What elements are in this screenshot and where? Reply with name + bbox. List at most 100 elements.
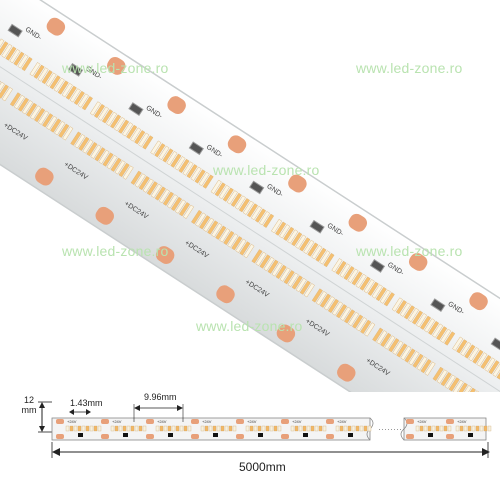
led-chip bbox=[452, 379, 464, 392]
led-chip bbox=[468, 347, 480, 362]
diagram-led bbox=[359, 425, 364, 432]
led-chip bbox=[460, 341, 472, 357]
led-chip bbox=[150, 140, 162, 155]
diagram-led bbox=[187, 425, 192, 432]
diagram-led bbox=[335, 425, 340, 432]
led-chip bbox=[460, 385, 472, 392]
led-chip bbox=[319, 293, 331, 308]
diagram-led bbox=[163, 425, 168, 432]
led-chip bbox=[295, 234, 307, 249]
led-chip bbox=[183, 204, 195, 219]
led-chip bbox=[351, 271, 363, 286]
diagram-led bbox=[427, 425, 432, 432]
led-chip bbox=[57, 80, 69, 95]
diagram-led bbox=[455, 425, 460, 432]
led-chip bbox=[380, 332, 392, 347]
led-chip bbox=[126, 124, 138, 140]
diagram-led bbox=[273, 425, 278, 432]
segment-label: +24V bbox=[457, 419, 467, 424]
diagram-led bbox=[261, 425, 266, 432]
led-chip bbox=[162, 148, 174, 163]
watermark-text: www.led-zone.ro bbox=[356, 243, 463, 259]
led-chip bbox=[38, 110, 50, 125]
diagram-led bbox=[310, 425, 315, 432]
length-label: 5000mm bbox=[236, 460, 289, 474]
diagram-pad bbox=[446, 434, 454, 439]
diagram-pad bbox=[101, 419, 109, 424]
diagram-pad bbox=[406, 434, 414, 439]
led-chip bbox=[65, 85, 77, 100]
led-chip bbox=[360, 319, 372, 334]
led-chip bbox=[411, 310, 424, 325]
copper-pad bbox=[35, 167, 54, 186]
diagram-led bbox=[355, 425, 360, 432]
diagram-pad bbox=[326, 419, 334, 424]
led-chip bbox=[259, 254, 271, 269]
led-chip bbox=[432, 323, 444, 338]
led-chip bbox=[13, 94, 25, 110]
led-chip bbox=[456, 382, 468, 392]
copper-pad bbox=[167, 96, 186, 115]
led-chip bbox=[347, 268, 359, 283]
led-chip bbox=[191, 209, 203, 225]
copper-pad bbox=[288, 174, 307, 193]
diagram-led bbox=[204, 425, 209, 432]
led-chip bbox=[17, 54, 29, 69]
led-chip bbox=[291, 232, 303, 247]
copper-pad bbox=[46, 17, 66, 36]
led-chip bbox=[291, 275, 303, 290]
led-chip bbox=[339, 263, 351, 278]
led-chip bbox=[391, 297, 403, 312]
diagram-pad bbox=[236, 434, 244, 439]
led-chip bbox=[258, 211, 271, 226]
led-chip bbox=[198, 171, 210, 187]
diagram-led bbox=[290, 425, 295, 432]
diagram-led bbox=[110, 425, 115, 432]
diagram-led bbox=[423, 425, 428, 432]
led-chip bbox=[343, 266, 355, 281]
led-chip bbox=[226, 190, 238, 205]
diagram-pad bbox=[146, 434, 154, 439]
led-chip bbox=[138, 175, 150, 191]
segment-label: +24V bbox=[67, 419, 77, 424]
led-chip bbox=[154, 143, 166, 158]
diagram-pad bbox=[281, 434, 289, 439]
led-chip bbox=[93, 103, 105, 119]
diagram-led bbox=[118, 425, 123, 432]
diagram-resistor bbox=[258, 433, 263, 437]
diagram-led bbox=[73, 425, 78, 432]
led-chip bbox=[90, 144, 102, 159]
led-chip bbox=[211, 223, 223, 238]
led-chip bbox=[49, 75, 61, 90]
diagram-resistor bbox=[348, 433, 353, 437]
diagram-led bbox=[265, 425, 270, 432]
diagram-pad bbox=[56, 434, 64, 439]
diagram-led bbox=[294, 425, 299, 432]
led-chip bbox=[17, 97, 30, 112]
diagram-led bbox=[443, 425, 448, 432]
led-chip bbox=[424, 318, 436, 333]
led-chip bbox=[195, 212, 207, 227]
led-chip bbox=[45, 72, 57, 87]
led-chip bbox=[234, 195, 246, 210]
led-chip bbox=[214, 182, 226, 197]
led-chip bbox=[86, 141, 98, 157]
diagram-led bbox=[114, 425, 119, 432]
led-chip bbox=[61, 83, 73, 98]
led-chip bbox=[363, 279, 375, 294]
diagram-led bbox=[435, 425, 440, 432]
diagram-led bbox=[69, 425, 74, 432]
led-chip bbox=[231, 236, 243, 251]
led-chip bbox=[70, 131, 82, 146]
led-chip bbox=[238, 198, 250, 213]
diagram-led bbox=[89, 425, 94, 432]
diagram-led bbox=[138, 425, 143, 432]
led-chip bbox=[254, 208, 267, 223]
led-chip bbox=[219, 228, 231, 243]
led-chip bbox=[1, 43, 13, 58]
led-chip bbox=[158, 145, 170, 160]
segment-label: +24V bbox=[202, 419, 212, 424]
led-chip bbox=[166, 151, 178, 166]
diagram-resistor bbox=[428, 433, 433, 437]
led-chip bbox=[250, 205, 262, 221]
